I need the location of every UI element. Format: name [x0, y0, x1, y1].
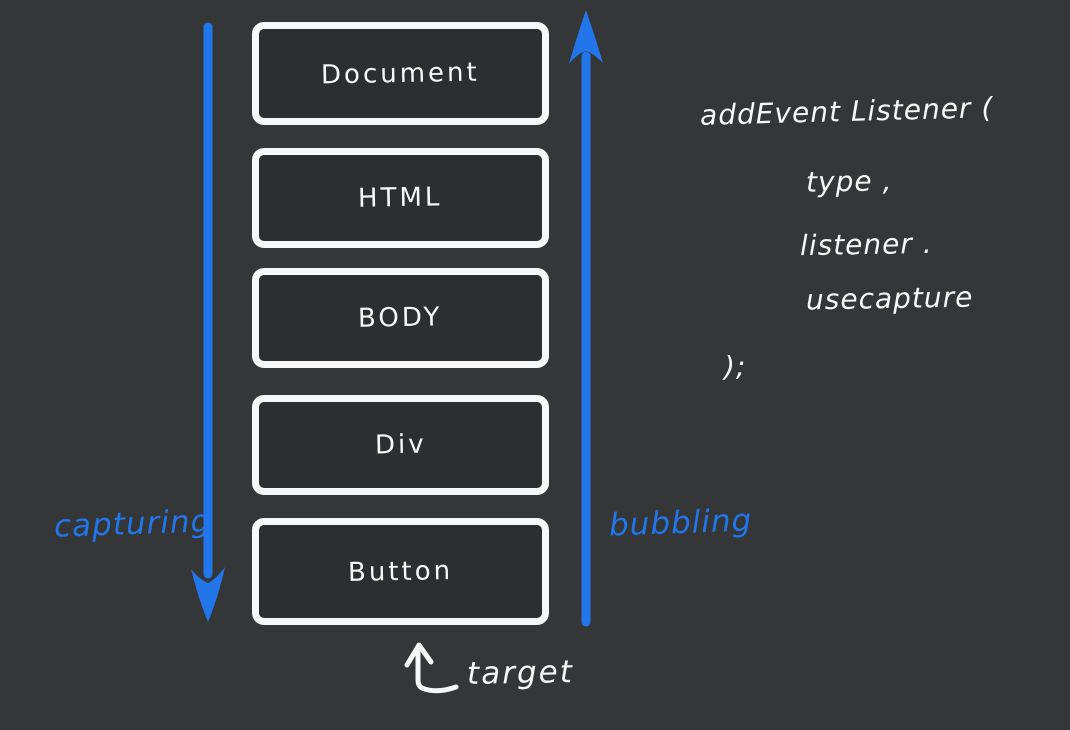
bubbling-label: bubbling — [608, 502, 753, 544]
bubbling-arrow-up-icon — [569, 10, 603, 627]
target-label: target — [466, 654, 575, 692]
node-box-button: Button — [252, 518, 549, 625]
capturing-arrow-down-icon — [191, 22, 225, 622]
code-arg-listener: listener . — [799, 226, 933, 263]
code-addeventlistener-open: addEvent Listener ( — [699, 91, 994, 132]
target-pointer-arrow-icon — [404, 642, 459, 694]
capturing-label: capturing — [53, 503, 212, 545]
node-label-body: BODY — [358, 302, 443, 334]
node-label-html: HTML — [358, 182, 443, 214]
node-box-html: HTML — [252, 148, 549, 248]
node-box-document: Document — [252, 22, 549, 125]
capturing-arrowhead — [191, 567, 225, 622]
code-arg-type: type , — [805, 164, 893, 199]
node-label-div: Div — [374, 429, 427, 461]
target-pointer-line — [415, 649, 459, 694]
code-arg-usecapture: usecapture — [805, 280, 974, 317]
node-box-body: BODY — [252, 268, 549, 368]
bubbling-arrowhead — [569, 10, 603, 64]
target-pointer-head — [404, 642, 434, 668]
node-label-document: Document — [320, 57, 481, 90]
code-close-paren: ); — [724, 350, 747, 383]
node-label-button: Button — [347, 555, 454, 588]
node-box-div: Div — [252, 395, 549, 495]
